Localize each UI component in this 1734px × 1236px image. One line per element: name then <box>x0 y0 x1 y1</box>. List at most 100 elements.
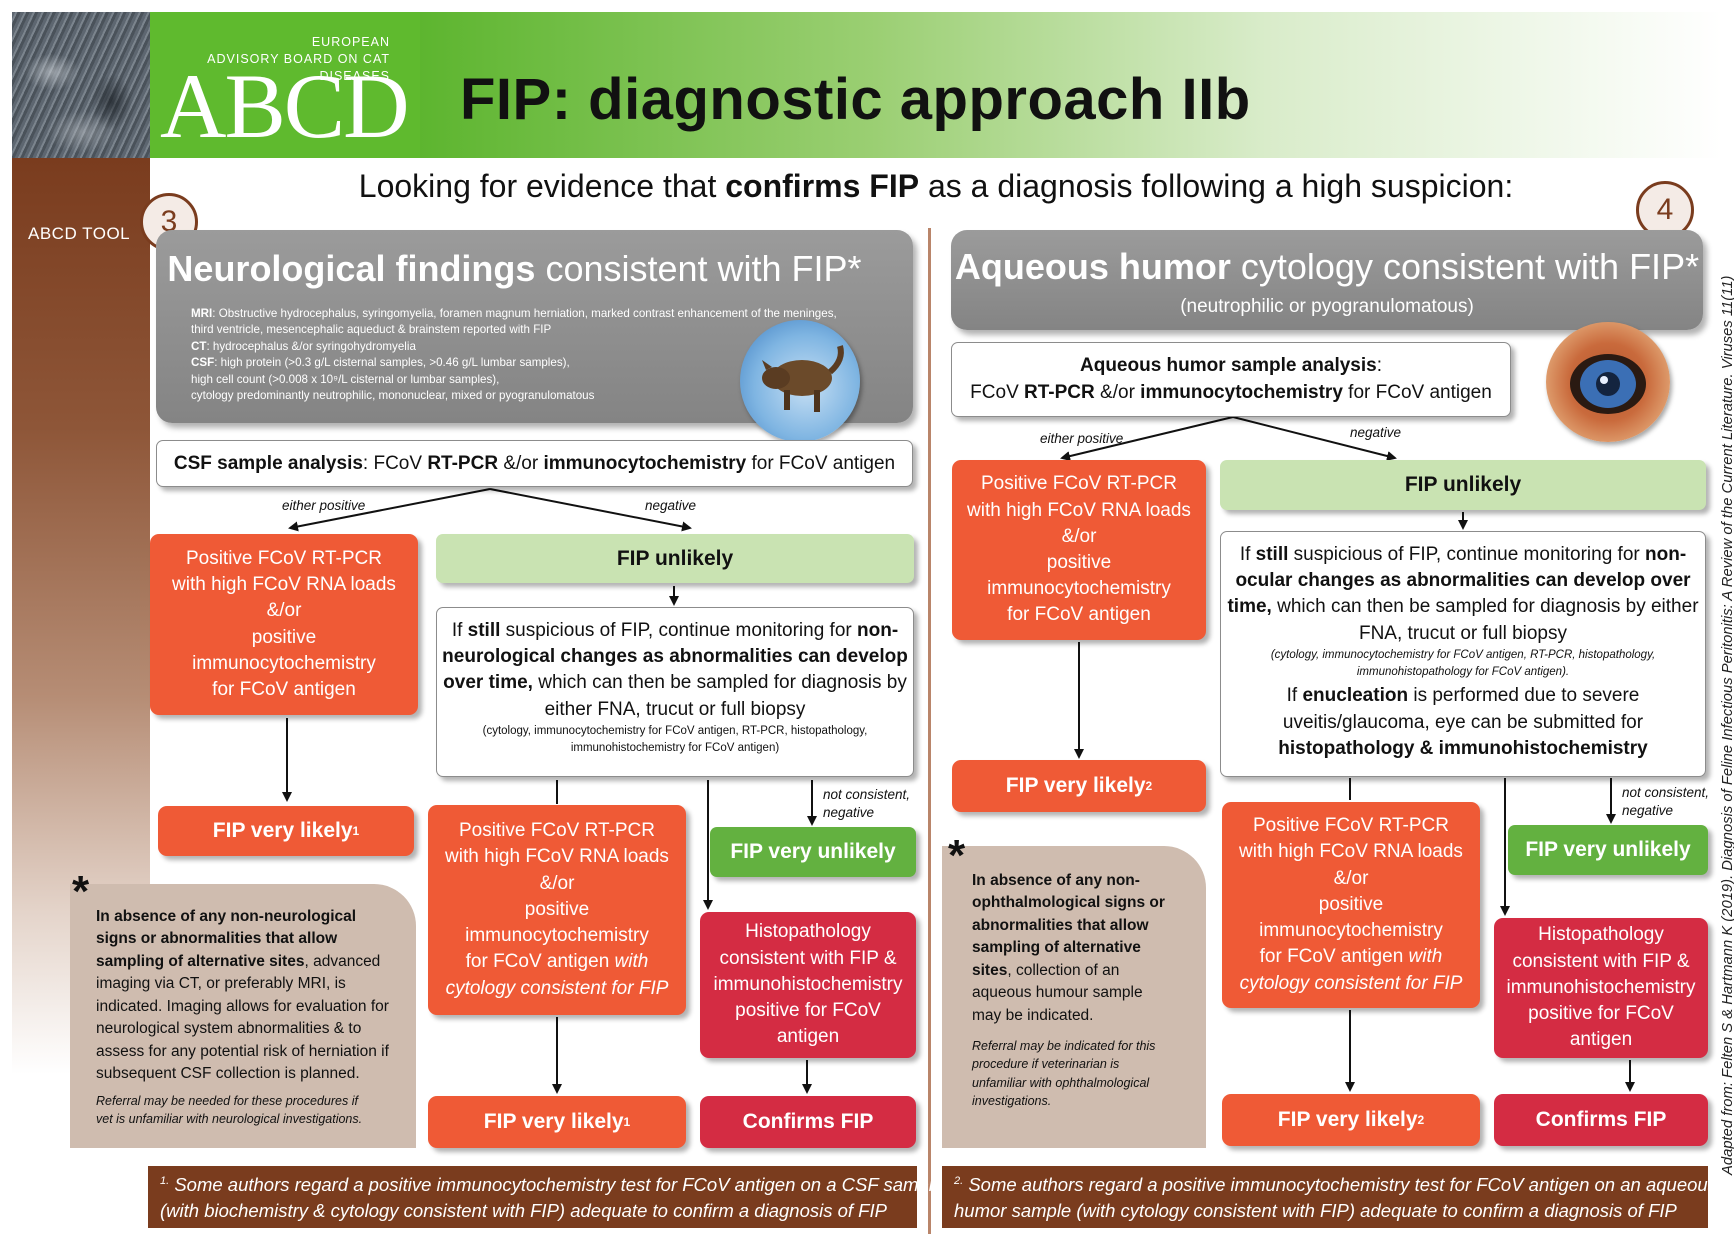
right-note-t3: may be indicated. <box>972 1006 1094 1024</box>
page-title: FIP: diagnostic approach IIb <box>460 67 1251 132</box>
right-note-i3: unfamiliar with ophthalmological <box>972 1075 1150 1090</box>
right-enu-a: is performed due to severe <box>1408 685 1640 707</box>
right-note-b4: sampling of alternative <box>972 939 1141 957</box>
right-pos2-line1: Positive FCoV RT-PCR <box>1252 815 1449 837</box>
left-pos-line3: &/or <box>266 600 302 622</box>
right-asterisk-note: In absence of any non- ophthalmological … <box>942 846 1206 1148</box>
mri-line2: third ventricle, mesencephalic aqueduct … <box>191 323 552 337</box>
right-footnote: 2. Some authors regard a positive immuno… <box>942 1166 1717 1228</box>
right-footnote-line2: humor sample (with cytology consistent w… <box>954 1199 1677 1221</box>
right-pos-line3: &/or <box>1061 525 1097 547</box>
right-histo-2: consistent with FIP & <box>1512 950 1690 972</box>
neuro-cat-photo <box>740 320 860 442</box>
right-mon-b: ocular changes as abnormalities can deve… <box>1235 570 1691 592</box>
right-mon-c: which can then be sampled for diagnosis … <box>1271 596 1699 618</box>
right-monitoring-box: If still suspicious of FIP, continue mon… <box>1220 531 1706 777</box>
right-not-consistent: not consistent, <box>1622 785 1710 800</box>
ct-text: : hydrocephalus &/or syringohydromyelia <box>206 339 416 353</box>
left-histo-1: Histopathology <box>745 921 871 943</box>
left-sup1-a: 1 <box>352 824 360 838</box>
right-sup2-a: 2 <box>1145 779 1153 793</box>
left-histo-4: positive for FCoV <box>735 1000 881 1022</box>
left-mon-still: still <box>467 620 501 641</box>
right-pos2-line4: positive <box>1318 893 1384 915</box>
aqueous-sample-rtpcr: RT-PCR <box>1024 381 1095 403</box>
left-pos2-line5: immunocytochemistry <box>465 925 649 947</box>
neuro-title-bold: Neurological findings <box>167 248 536 289</box>
right-mon-small2: immunohistopathology for FCoV antigen). <box>1356 666 1570 679</box>
right-pos-line1: Positive FCoV RT-PCR <box>980 473 1177 495</box>
right-positive-rtpcr-cytology-box: Positive FCoV RT-PCR with high FCoV RNA l… <box>1222 802 1480 1008</box>
left-note-b1: In absence of any non-neurological <box>96 908 357 925</box>
right-pos-line4: positive <box>1046 552 1112 573</box>
csf-sample-text: CSF sample analysis: FCoV RT-PCR &/or im… <box>174 453 895 475</box>
left-pos-line4: positive <box>251 626 317 648</box>
right-note-i4: investigations. <box>972 1093 1052 1108</box>
right-fip-very-unlikely-box: FIP very unlikely <box>1508 825 1708 875</box>
right-mon-if: If <box>1239 544 1256 565</box>
aqueous-sample-icc: immunocytochemistry <box>1140 381 1343 403</box>
left-mon-small1: (cytology, immunocytochemistry for FCoV … <box>482 724 868 737</box>
right-mon-non: non- <box>1645 544 1687 565</box>
right-pos2-line2: with high FCoV RNA loads <box>1239 841 1463 863</box>
left-pos-line1: Positive FCoV RT-PCR <box>185 547 382 569</box>
left-mon-c: which can then be sampled for diagnosis … <box>532 672 907 694</box>
left-note-t6: subsequent CSF collection is planned. <box>96 1065 360 1083</box>
right-mon-a: suspicious of FIP, continue monitoring f… <box>1288 544 1646 565</box>
left-pos2-line6: for FCoV antigen <box>465 951 610 973</box>
right-confirms-fip-box: Confirms FIP <box>1494 1094 1708 1146</box>
right-note-b3: abnormalities that allow <box>972 916 1149 934</box>
right-pos2-line5: immunocytochemistry <box>1259 920 1443 942</box>
right-footnote-sup: 2. <box>954 1174 964 1187</box>
right-note-i2: procedure if veterinarian is <box>972 1057 1120 1072</box>
left-pos2-cytology: cytology consistent for FIP <box>445 977 669 999</box>
left-pos2-line2: with high FCoV RNA loads <box>445 846 669 868</box>
left-note-t4: neurological system abnormalities & to <box>96 1020 362 1038</box>
left-mon-small2: immunohistochemistry for FCoV antigen) <box>570 742 780 755</box>
left-asterisk-icon: * <box>72 867 90 916</box>
left-note-i2: vet is unfamiliar with neurological inve… <box>96 1111 363 1126</box>
right-footnote-line1: Some authors regard a positive immunocyt… <box>963 1174 1717 1195</box>
left-not-consistent-label: not consistent,negative <box>823 786 910 822</box>
aqueous-title-bold: Aqueous humor <box>954 246 1231 287</box>
left-histo-2: consistent with FIP & <box>719 947 897 969</box>
csf-sample-analysis-box: CSF sample analysis: FCoV RT-PCR &/or im… <box>156 440 913 487</box>
left-note-b3: sampling of alternative sites <box>96 952 305 970</box>
right-mon-d: FNA, trucut or full biopsy <box>1358 622 1568 644</box>
left-mon-non: non- <box>857 620 899 641</box>
logo-org-line2: ADVISORY BOARD ON CAT DISEASES <box>207 51 390 83</box>
aqueous-humor-panel: Aqueous humor cytology consistent with F… <box>951 230 1703 330</box>
right-pos-line6: for FCoV antigen <box>1007 604 1151 626</box>
right-enu-if: If <box>1286 685 1303 707</box>
right-negative-label: negative <box>1350 425 1402 440</box>
left-asterisk-note: In absence of any non-neurological signs… <box>70 884 416 1148</box>
left-sup1-b: 1 <box>623 1115 631 1129</box>
left-pos-line6: for FCoV antigen <box>212 678 356 700</box>
left-fip-very-likely-1: FIP very likely <box>212 819 353 842</box>
left-footnote-line1: Some authors regard a positive immunocyt… <box>169 1174 944 1195</box>
subtitle-post: as a diagnosis following a high suspicio… <box>919 168 1514 204</box>
right-sup2-b: 2 <box>1417 1113 1425 1127</box>
subtitle-bold: confirms FIP <box>725 168 920 204</box>
left-fip-unlikely-box: FIP unlikely <box>436 534 914 583</box>
left-negative-label: negative <box>645 498 697 513</box>
right-negative2: negative <box>1622 803 1674 819</box>
aqueous-sample-bold: Aqueous humor sample analysis <box>1080 355 1377 376</box>
left-histo-5: antigen <box>776 1026 840 1048</box>
csf-line1: : high protein (>0.3 g/L cisternal sampl… <box>214 356 570 370</box>
left-negative2: negative <box>823 805 875 821</box>
left-pos2-line1: Positive FCoV RT-PCR <box>458 820 655 842</box>
aqueous-sample-colon: : <box>1376 355 1382 376</box>
aqueous-sample-l2a: FCoV <box>970 381 1025 403</box>
left-either-positive-label: either positive <box>282 498 366 513</box>
csf-sample-icc: immunocytochemistry <box>543 452 747 474</box>
aqueous-sample-analysis-box: Aqueous humor sample analysis: FCoV RT-P… <box>951 342 1511 417</box>
right-note-t2: aqueous humour sample <box>972 984 1143 1002</box>
csf-sample-mid1: : FCoV <box>362 452 428 474</box>
right-note-b1: In absence of any non- <box>972 872 1140 889</box>
